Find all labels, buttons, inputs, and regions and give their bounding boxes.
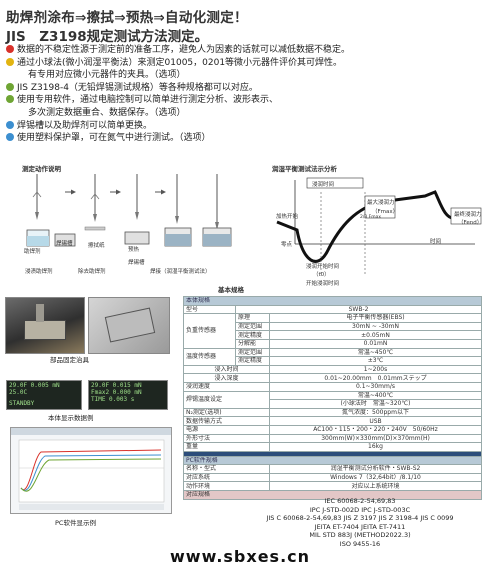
curve-label: （Fmax） [372,209,399,215]
software-header-row: PC软件规格 [183,455,482,466]
pc-caption: PC软件显示例 [55,519,96,527]
bullet-dot-icon [6,45,14,53]
sample-rod-icon [32,174,42,220]
curve-label: 2/3 Fmax [360,215,382,220]
curve-title: 润湿平衡测试法示分析 [272,165,337,173]
standard-item: JEITA ET-7404 JEITA ET-7411 [314,522,406,531]
wetting-curve-line [276,190,470,263]
feature-item: 使用塑料保护罩，可在氮气中进行测试。（选项） [6,132,488,145]
section-divider [183,450,482,457]
display-caption: 本体显示数据例 [48,414,94,422]
diagram-title: 测定动作说明 [22,165,61,173]
curve-label: 时间 [430,239,442,245]
website-link[interactable]: www.sbxes.cn [170,547,311,566]
section-title: 基本规格 [218,286,244,294]
bullet-dot-icon [6,82,14,91]
curve-label: 最大浸润力 [367,200,395,206]
feature-item-continued: 多次测定数据重合、数据保存。（选项） [28,107,186,118]
bullet-dot-icon [6,133,14,142]
feature-item: 焊锡槽以及助焊剂可以简单更换。 [6,120,488,133]
feature-item: 通过小球法(微小润湿平衡法）来测定01005，0201等微小元器件评价其可焊性。 [6,57,488,70]
curve-label: 最终浸润力 [454,212,482,218]
fixture-closeup-photo [88,297,170,354]
spec-header: 本体规格 [183,296,482,306]
page-title: 助焊剂涂布⇒擦拭⇒预热⇒自动化测定！ [6,10,248,26]
curve-label: 零点 [281,242,293,248]
curve-label: （Fend） [458,220,483,226]
wetting-curve-diagram [276,177,482,276]
feature-list: 数据的不稳定性源于测定前的准备工序，避免人为因素的话就可以减低数据不稳定。 通过… [6,44,488,145]
standard-item: ISO 9455-16 [339,539,381,548]
diagram-label: 焊锡槽 [128,260,145,266]
table-row: 名称・型式润湿平衡测试分析软件・SWB-S2 [183,464,482,474]
bullet-dot-icon [6,57,14,66]
table-row: N₂测定(选项)氮气浓度：500ppm以下 [183,407,482,418]
diagram-label: 预热 [128,247,140,253]
diagram-label: 除去助焊剂 [78,269,106,275]
diagram-label: 浸渍助焊剂 [25,269,53,275]
table-row: 负重传感器原理电子平衡传感器(EBS) [183,313,482,349]
curve-label: （t0） [313,272,330,278]
fixture-caption: 部品固定治具 [50,356,89,364]
diagram-label: 焊接（润湿平衡测试法） [150,269,211,275]
standard-item: IEC 60068-2-54,69,83 [324,497,396,505]
page-subtitle: JIS Z3198规定测试方法测定。 [6,29,209,45]
curve-label: 开始浸润时间 [306,281,340,287]
wiping-paper-icon [84,226,106,231]
table-row: 温度传感器测定范围常温~450℃ [183,347,482,366]
standard-item: IPC J-STD-002D IPC J-STD-003C [309,505,411,514]
pc-software-screenshot [10,427,172,514]
curve-label: 浸润开始时间 [306,264,340,270]
fixture-photo [5,297,85,354]
operation-diagram [26,174,232,247]
solder-pot-icon [54,233,76,247]
standards-list: IEC 60068-2-54,69,83 IPC J-STD-002D IPC … [235,497,485,549]
table-row: 焊锡温度设定常温~400℃ [183,390,482,409]
feature-item: 数据的不稳定性源于测定前的准备工序，避免人为因素的话就可以减低数据不稳定。 [6,44,488,57]
feature-item: 使用专用软件，通过电脑控制可以简单进行测定分析、波形表示、 [6,94,488,107]
preheat-pot-icon [124,231,150,245]
table-row: 动作环境对应以上系统环境 [183,481,482,492]
feature-item: JIS Z3198-4（无铅焊锡测试规格）等各种规格都可以对应。 [6,82,488,95]
standard-item: JIS C 60068-2-54,69,83 JIS Z 3197 JIS Z … [266,514,454,523]
curve-label: 加热开始 [276,214,299,220]
diagram-label: 助焊剂 [24,249,41,255]
bullet-dot-icon [6,95,14,104]
bullet-dot-icon [6,120,14,129]
diagram-label: 擦拭纸 [88,243,105,249]
standard-item: MIL STD 883J (METHOD2022.3) [309,531,411,540]
diagram-label: 焊锡槽 [56,241,73,247]
curve-label: 浸润时间 [312,182,335,188]
compliance-header-row: 对应规格 [183,490,482,500]
feature-item-continued: 有专用对应微小元器件的夹具。（选项） [28,70,186,81]
